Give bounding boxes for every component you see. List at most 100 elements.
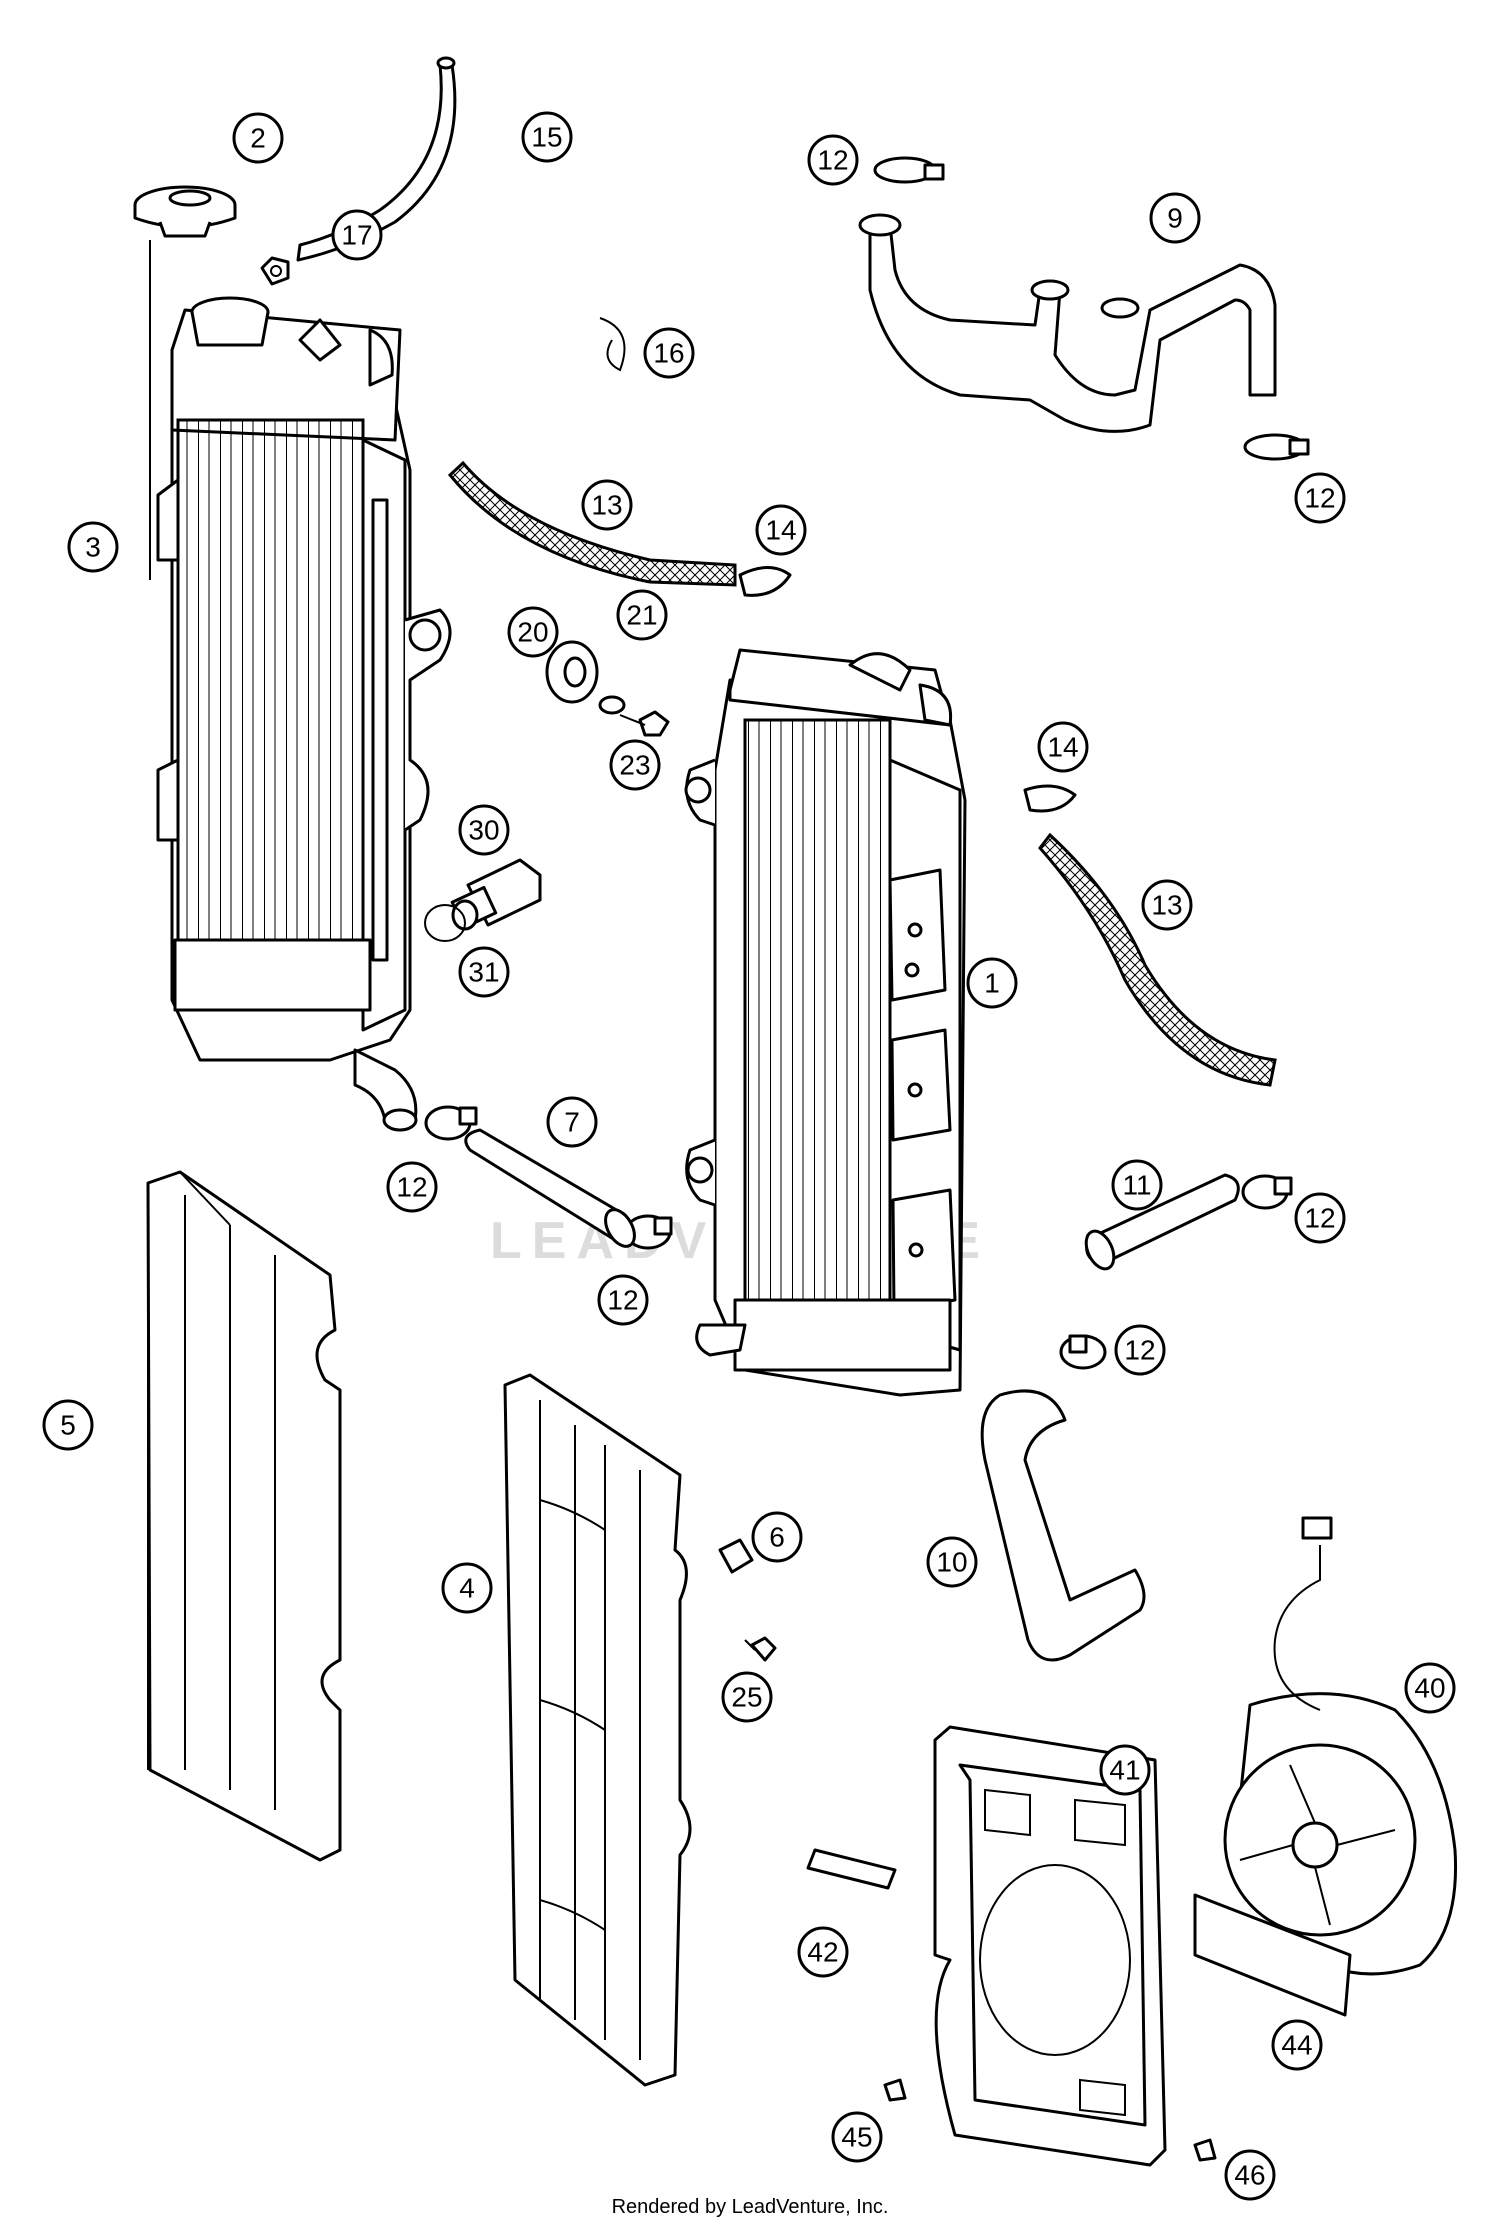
callout-5: 5 bbox=[42, 1399, 94, 1451]
hose-clamp bbox=[873, 156, 945, 184]
right-radiator bbox=[684, 648, 967, 1397]
callout-42: 42 bbox=[797, 1926, 849, 1978]
cooling-fan bbox=[1223, 1516, 1458, 1976]
callout-13: 13 bbox=[581, 479, 633, 531]
svg-text:12: 12 bbox=[607, 1285, 638, 1316]
svg-text:10: 10 bbox=[936, 1547, 967, 1578]
callout-1: 1 bbox=[966, 957, 1018, 1009]
hose-clamp bbox=[424, 1105, 478, 1141]
callout-12: 12 bbox=[1294, 1192, 1346, 1244]
svg-text:20: 20 bbox=[517, 617, 548, 648]
temperature-switch bbox=[450, 858, 542, 931]
left-radiator bbox=[149, 240, 452, 1132]
svg-text:16: 16 bbox=[653, 338, 684, 369]
callout-15: 15 bbox=[521, 111, 573, 163]
svg-text:25: 25 bbox=[731, 1682, 762, 1713]
callout-10: 10 bbox=[926, 1536, 978, 1588]
svg-text:1: 1 bbox=[984, 968, 1000, 999]
callout-14: 14 bbox=[755, 504, 807, 556]
bolt bbox=[619, 710, 670, 737]
callout-40: 40 bbox=[1404, 1662, 1456, 1714]
svg-text:12: 12 bbox=[1304, 483, 1335, 514]
callout-46: 46 bbox=[1224, 2149, 1276, 2201]
svg-text:3: 3 bbox=[85, 532, 101, 563]
svg-text:12: 12 bbox=[817, 145, 848, 176]
radiator-shroud-right bbox=[503, 1373, 692, 2087]
foam-strip bbox=[806, 1848, 897, 1890]
callout-23: 23 bbox=[609, 739, 661, 791]
radiator-shroud-left bbox=[146, 1170, 342, 1862]
callout-21: 21 bbox=[616, 589, 668, 641]
svg-text:23: 23 bbox=[619, 750, 650, 781]
clip-nut bbox=[718, 1538, 754, 1574]
hose-clamp bbox=[1243, 433, 1310, 461]
svg-text:45: 45 bbox=[841, 2122, 872, 2153]
radiator-cap bbox=[133, 185, 237, 238]
callout-4: 4 bbox=[441, 1562, 493, 1614]
mesh-hose bbox=[447, 460, 737, 587]
callout-12: 12 bbox=[1114, 1324, 1166, 1376]
callout-12: 12 bbox=[807, 134, 859, 186]
svg-text:7: 7 bbox=[564, 1107, 580, 1138]
screw bbox=[744, 1636, 777, 1662]
hose-clamp bbox=[1241, 1174, 1293, 1210]
callout-12: 12 bbox=[386, 1161, 438, 1213]
hose-straight bbox=[464, 1128, 636, 1248]
callout-45: 45 bbox=[831, 2111, 883, 2163]
callout-2: 2 bbox=[232, 112, 284, 164]
cover-plate bbox=[1193, 1893, 1352, 2017]
svg-text:30: 30 bbox=[468, 815, 499, 846]
callout-41: 41 bbox=[1099, 1744, 1151, 1796]
o-ring bbox=[424, 904, 466, 942]
svg-text:46: 46 bbox=[1234, 2160, 1265, 2191]
svg-text:14: 14 bbox=[1047, 732, 1078, 763]
callout-20: 20 bbox=[507, 606, 559, 658]
callout-31: 31 bbox=[458, 946, 510, 998]
callout-16: 16 bbox=[643, 327, 695, 379]
svg-text:31: 31 bbox=[468, 957, 499, 988]
callout-3: 3 bbox=[67, 521, 119, 573]
callout-12: 12 bbox=[597, 1274, 649, 1326]
callout-25: 25 bbox=[721, 1671, 773, 1723]
screw bbox=[1193, 2138, 1217, 2162]
hose-clip bbox=[738, 566, 792, 597]
hose-clip-small bbox=[260, 256, 290, 286]
svg-text:40: 40 bbox=[1414, 1673, 1445, 1704]
callout-7: 7 bbox=[546, 1096, 598, 1148]
svg-text:12: 12 bbox=[396, 1172, 427, 1203]
svg-text:5: 5 bbox=[60, 1410, 76, 1441]
svg-text:2: 2 bbox=[250, 123, 266, 154]
callout-44: 44 bbox=[1271, 2019, 1323, 2071]
callout-6: 6 bbox=[751, 1511, 803, 1563]
svg-text:12: 12 bbox=[1124, 1335, 1155, 1366]
fan-frame bbox=[933, 1725, 1167, 2167]
render-credit: Rendered by LeadVenture, Inc. bbox=[611, 2196, 889, 2218]
hose-clamp bbox=[1059, 1334, 1107, 1370]
hose-clamp bbox=[624, 1214, 673, 1250]
hose-curved bbox=[980, 1389, 1146, 1662]
svg-text:44: 44 bbox=[1281, 2030, 1312, 2061]
y-hose bbox=[858, 213, 1277, 433]
svg-text:14: 14 bbox=[765, 515, 796, 546]
grommet bbox=[545, 640, 599, 704]
svg-text:15: 15 bbox=[531, 122, 562, 153]
svg-text:13: 13 bbox=[591, 490, 622, 521]
screw bbox=[883, 2078, 907, 2102]
svg-text:4: 4 bbox=[459, 1573, 475, 1604]
svg-text:21: 21 bbox=[626, 600, 657, 631]
callout-17: 17 bbox=[331, 209, 383, 261]
callout-30: 30 bbox=[458, 804, 510, 856]
callout-14: 14 bbox=[1037, 721, 1089, 773]
svg-text:12: 12 bbox=[1304, 1203, 1335, 1234]
svg-text:17: 17 bbox=[341, 220, 372, 251]
callout-13: 13 bbox=[1141, 879, 1193, 931]
callout-12: 12 bbox=[1294, 472, 1346, 524]
svg-text:41: 41 bbox=[1109, 1755, 1140, 1786]
svg-text:6: 6 bbox=[769, 1522, 785, 1553]
hose-straight-right bbox=[1084, 1173, 1240, 1271]
svg-text:11: 11 bbox=[1122, 1170, 1151, 1201]
callout-11: 11 bbox=[1111, 1159, 1163, 1211]
washer bbox=[598, 695, 626, 715]
svg-text:42: 42 bbox=[807, 1937, 838, 1968]
